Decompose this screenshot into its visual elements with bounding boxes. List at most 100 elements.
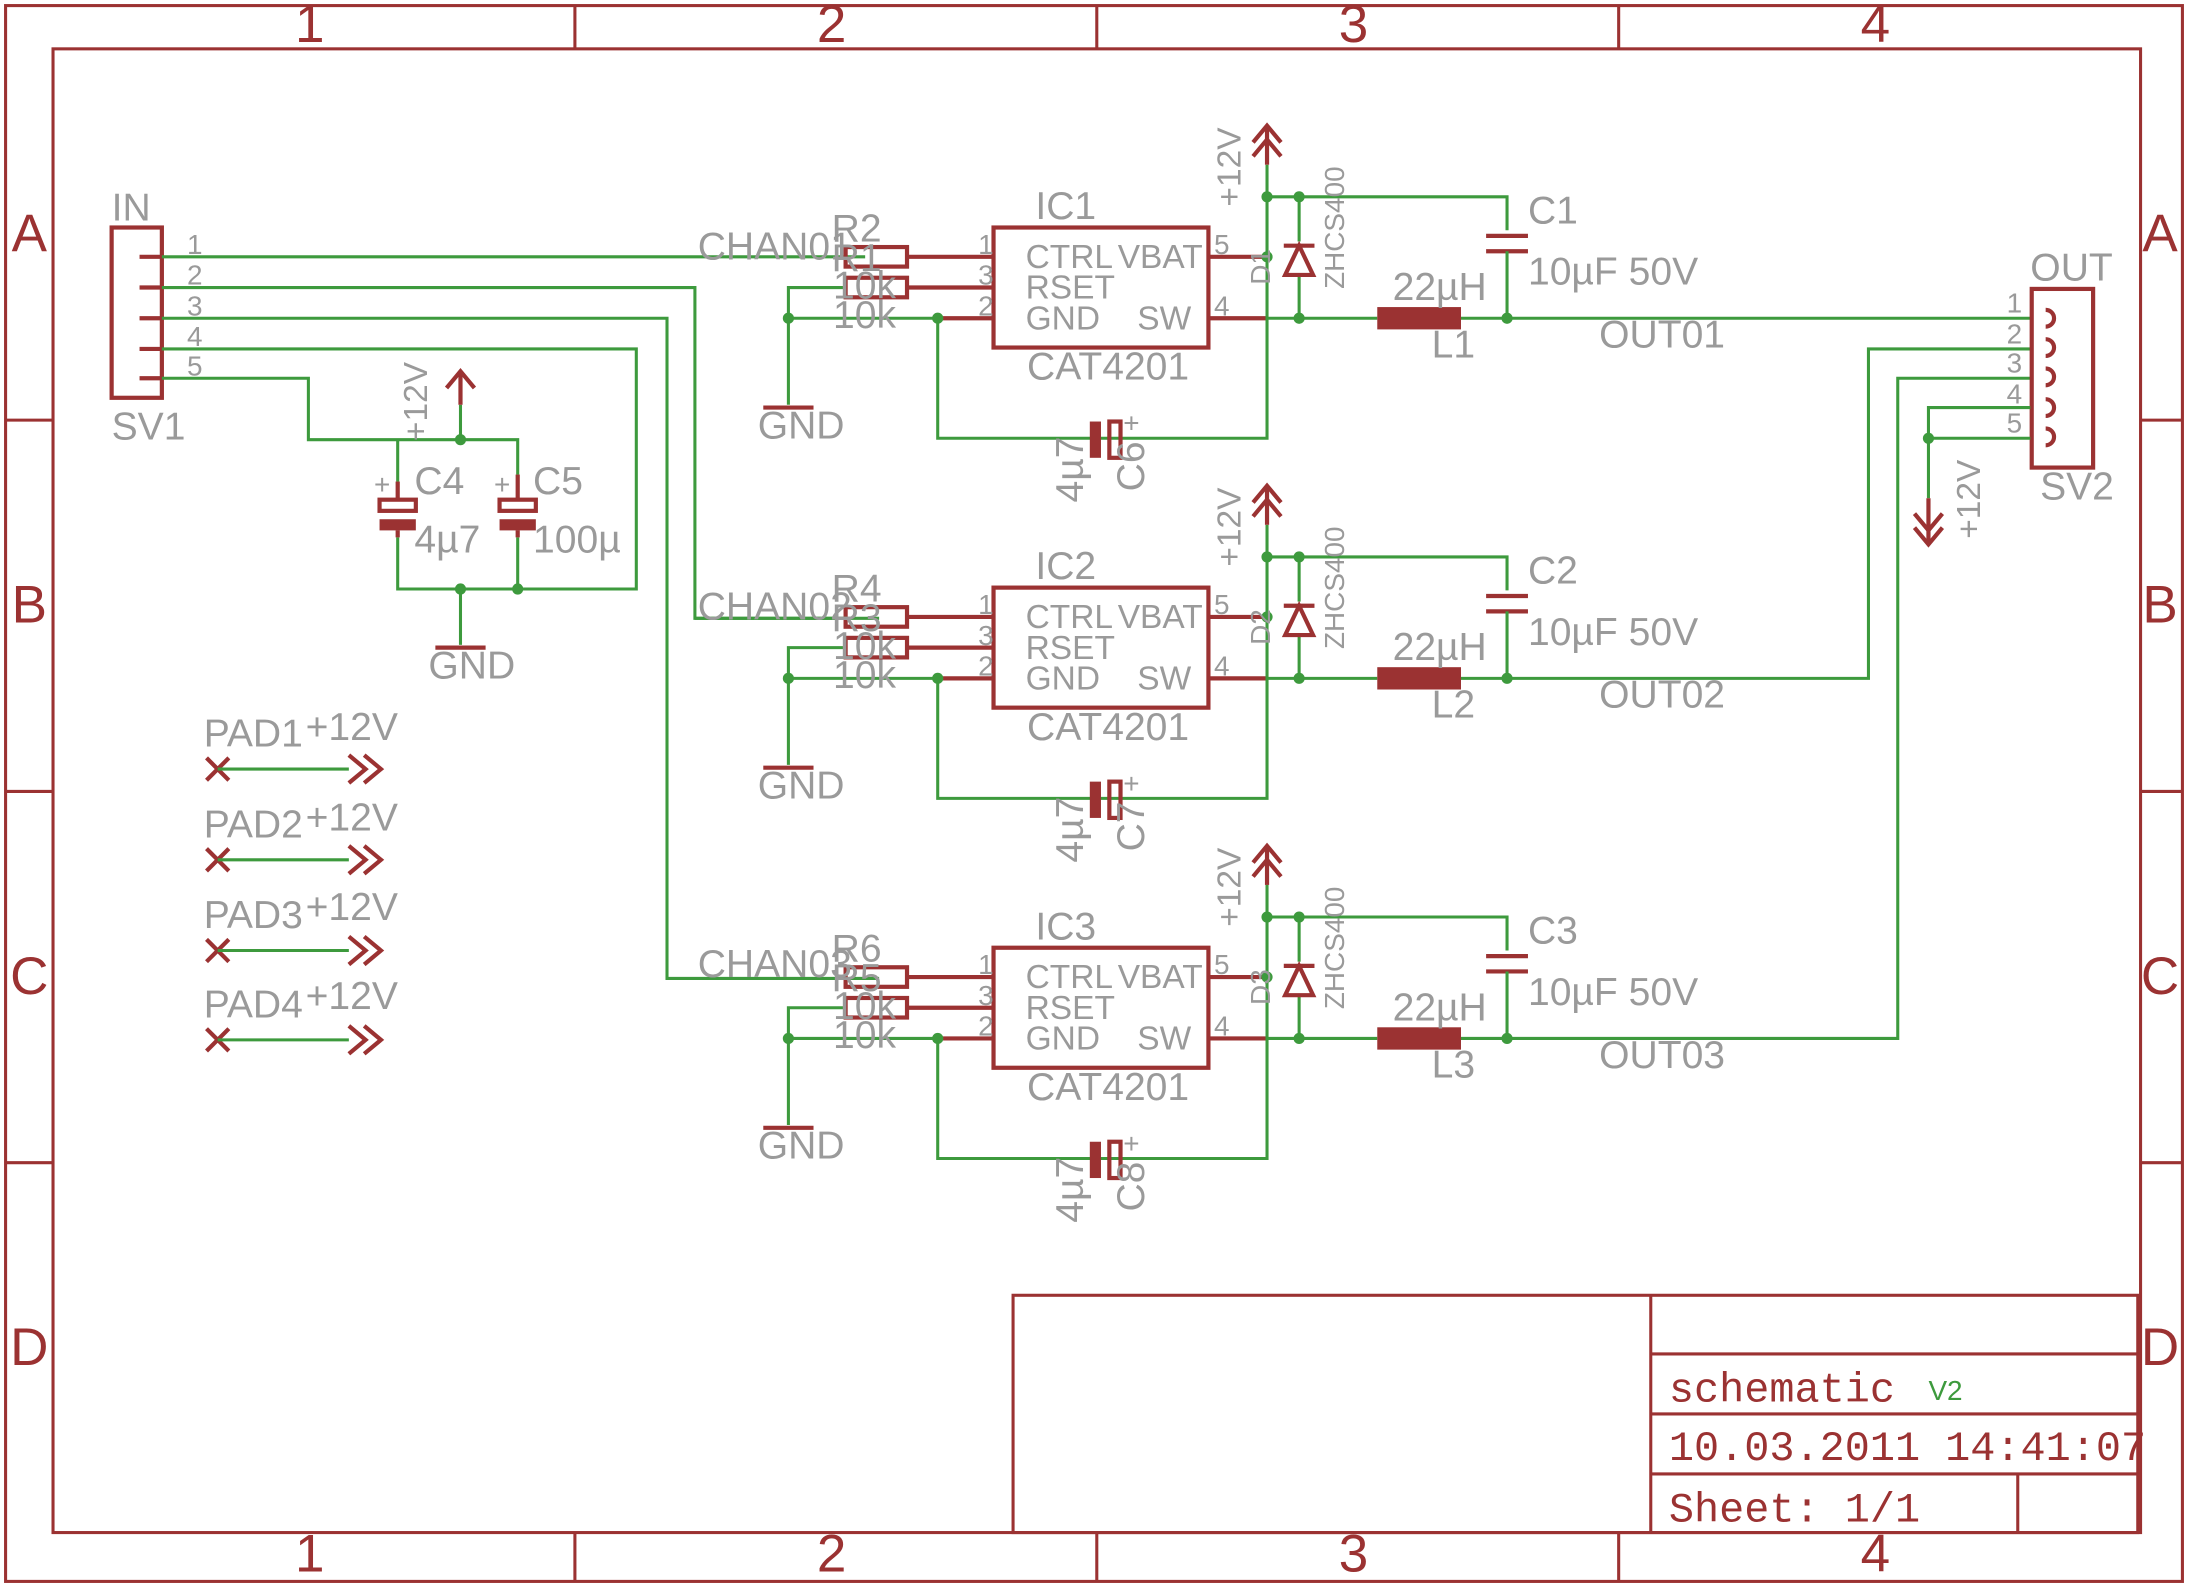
pin-number: 1 <box>187 229 203 260</box>
svg-text:+: + <box>1123 408 1139 439</box>
ic-pin-label: VBAT <box>1118 599 1203 636</box>
grid-col-label: 3 <box>1339 0 1368 54</box>
connector-ref: SV2 <box>2040 466 2114 509</box>
title-block-date: 10.03.2011 14:41:07 <box>1669 1425 2146 1473</box>
ic-value: CAT4201 <box>1027 346 1189 389</box>
capacitor-ref: C6 <box>1110 441 1153 491</box>
grid-row-label: A <box>2142 204 2178 263</box>
supply-label: +12V <box>1951 459 1988 539</box>
inductor-value: 22µH <box>1393 626 1487 669</box>
component-ref: C4 <box>414 460 464 503</box>
pad-net: +12V <box>306 796 398 839</box>
ic-pin-number: 1 <box>978 589 994 620</box>
grid-labels: 1 2 3 4 1 2 3 4 A B C D A B C D <box>10 0 2179 1584</box>
grid-col-label: 4 <box>1861 0 1890 54</box>
output-net-label: OUT02 <box>1599 674 1725 717</box>
channel-1: GND CHAN01 R2 R1 10k 10k IC1 CAT4201 CTR… <box>698 122 2031 502</box>
ic-pin-label: SW <box>1137 300 1191 337</box>
pad: PAD2 +12V <box>204 796 398 876</box>
inductor-value: 22µH <box>1393 266 1487 309</box>
pad-net: +12V <box>306 975 398 1018</box>
ic-pin-number: 3 <box>978 980 994 1011</box>
inductor-ref: L1 <box>1432 323 1475 366</box>
pin-number: 2 <box>2007 318 2023 349</box>
pin-number: 2 <box>187 260 203 291</box>
pin-number: 3 <box>187 290 203 321</box>
ic-pin-number: 5 <box>1214 589 1230 620</box>
pad-net: +12V <box>306 886 398 929</box>
grid-col-label: 4 <box>1861 1525 1890 1584</box>
ground-label: GND <box>758 764 845 807</box>
chan-label: CHAN01 <box>698 226 852 269</box>
pad-name: PAD2 <box>204 803 303 846</box>
ic-value: CAT4201 <box>1027 706 1189 749</box>
capacitor-value: 10µF 50V <box>1528 971 1698 1014</box>
ic-pin-label: RSET <box>1026 630 1115 667</box>
diode-value: ZHCS400 <box>1319 166 1350 289</box>
resistor-ref: R4 <box>832 568 882 611</box>
diode-ref: D3 <box>1245 969 1276 1005</box>
capacitor-c4: + C4 4µ7 <box>374 460 480 562</box>
grid-row-label: D <box>2141 1318 2179 1377</box>
ground-label: GND <box>428 644 515 687</box>
ic-pin-number: 4 <box>1214 651 1230 682</box>
pin-number: 5 <box>2007 408 2023 439</box>
title-block: schematic V2 10.03.2011 14:41:07 Sheet: … <box>1011 1293 2146 1534</box>
ic-pin-number: 2 <box>978 651 994 682</box>
pad-name: PAD4 <box>204 984 303 1027</box>
channel-3: GND CHAN03 R6 R5 10k 10k IC3 CAT4201 CTR… <box>698 376 2031 1223</box>
connector-name: OUT <box>2030 247 2112 290</box>
svg-text:+: + <box>494 469 510 500</box>
grid-row-label: C <box>10 947 48 1006</box>
diode-ref: D2 <box>1245 609 1276 645</box>
resistor-value: 10k <box>833 654 896 697</box>
channel-2: GND CHAN02 R4 R3 10k 10k IC2 CAT4201 CTR… <box>694 347 2031 863</box>
pin-number: 1 <box>2007 288 2023 319</box>
capacitor-value: 4µ7 <box>1049 797 1092 863</box>
ic-pin-label: CTRL <box>1026 959 1113 996</box>
ic-ref: IC1 <box>1035 185 1096 228</box>
grid-col-label: 2 <box>817 0 846 54</box>
resistor-ref: R3 <box>832 597 882 640</box>
resistor-value: 10k <box>833 1014 896 1057</box>
title-block-name: schematic <box>1669 1366 1895 1414</box>
grid-row-label: B <box>2142 576 2177 635</box>
grid-col-label: 2 <box>817 1525 846 1584</box>
component-value: 100µ <box>533 519 621 562</box>
ic-pin-number: 2 <box>978 1011 994 1042</box>
pin-number: 5 <box>187 350 203 381</box>
diode-ref: D1 <box>1245 249 1276 285</box>
supply-capacitors: +12V + C4 4µ7 + C5 100µ GND <box>374 361 621 687</box>
chan-label: CHAN03 <box>698 943 852 986</box>
capacitor-value: 10µF 50V <box>1528 611 1698 654</box>
capacitor-ref: C3 <box>1528 910 1578 953</box>
output-net-label: OUT01 <box>1599 314 1725 357</box>
ic-pin-label: SW <box>1137 1021 1191 1058</box>
ic-pin-number: 3 <box>978 620 994 651</box>
pad: PAD4 +12V <box>204 975 398 1056</box>
resistor-ref: R6 <box>832 928 882 971</box>
inductor-ref: L2 <box>1432 683 1475 726</box>
ground-label: GND <box>758 1124 845 1167</box>
pad-name: PAD1 <box>204 713 303 756</box>
ic-ref: IC3 <box>1035 905 1096 948</box>
output-connector-sv2: +12V OUT SV2 1 2 3 4 5 <box>1912 247 2114 548</box>
pad-net: +12V <box>306 706 398 749</box>
ic-pin-label: GND <box>1026 661 1100 698</box>
grid-col-label: 1 <box>295 0 324 54</box>
resistor-value: 10k <box>833 985 896 1028</box>
capacitor-ref: C7 <box>1110 801 1153 851</box>
ic-pin-number: 5 <box>1214 949 1230 980</box>
grid-row-label: C <box>2141 947 2179 1006</box>
input-connector-sv1: IN SV1 1 2 3 4 5 <box>109 187 203 449</box>
grid-row-label: A <box>12 204 48 263</box>
output-net-label: OUT03 <box>1599 1034 1725 1077</box>
resistor-value: 10k <box>833 265 896 308</box>
pin-number: 3 <box>2007 348 2023 379</box>
title-block-sheet: Sheet: 1/1 <box>1669 1486 1920 1534</box>
ic-value: CAT4201 <box>1027 1066 1189 1109</box>
grid-row-label: D <box>10 1318 48 1377</box>
pin-number: 4 <box>187 321 203 352</box>
pad: PAD3 +12V <box>204 886 398 967</box>
